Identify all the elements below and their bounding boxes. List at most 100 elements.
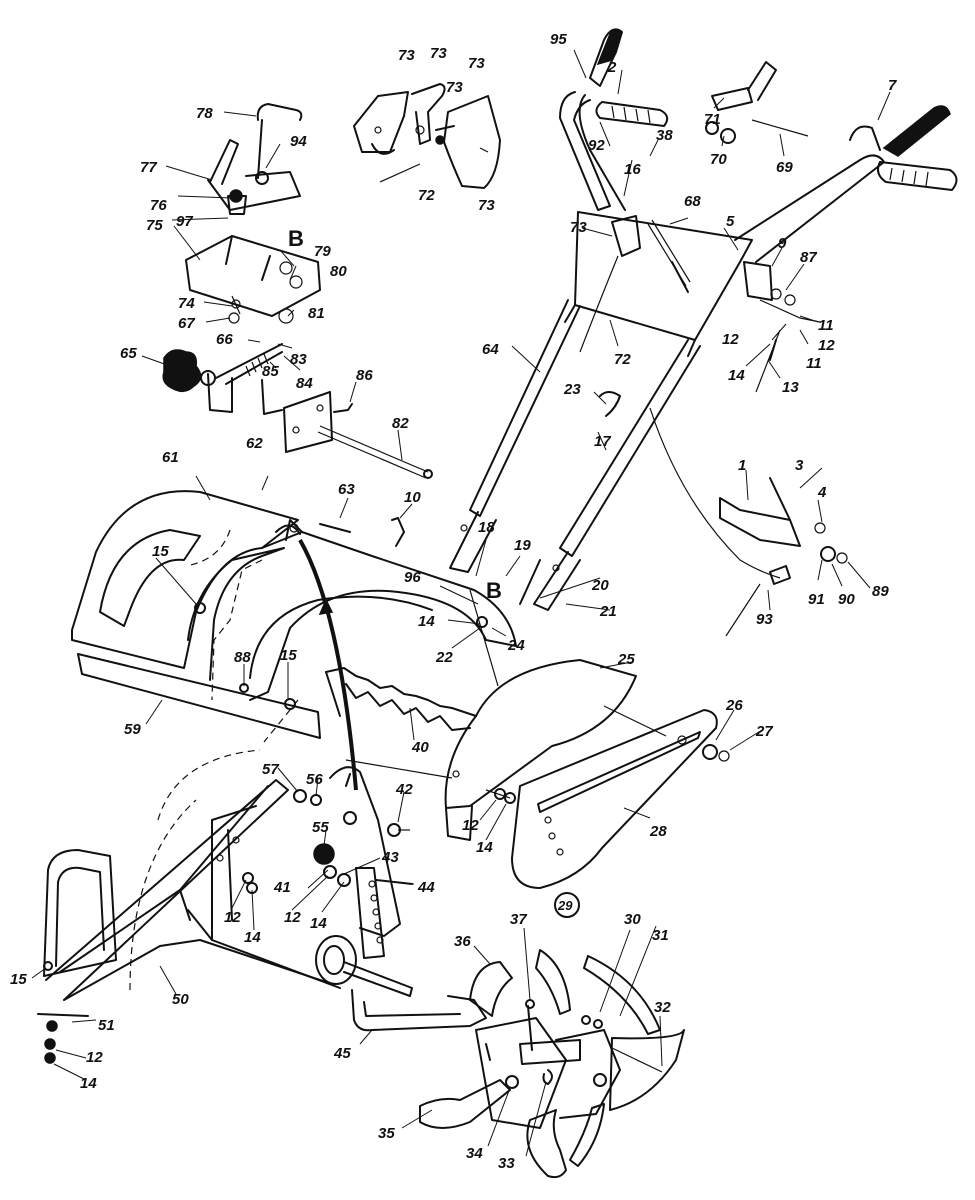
callout-92: 92 — [588, 137, 605, 154]
callout-81: 81 — [308, 305, 325, 322]
callout-84: 84 — [296, 375, 313, 392]
depth-bar-bracket — [162, 103, 433, 479]
callout-78: 78 — [196, 105, 213, 122]
callout-19: 19 — [514, 537, 531, 554]
callout-2: 2 — [607, 59, 617, 76]
callout-72-handle: 72 — [614, 351, 631, 368]
callout-1: 1 — [738, 457, 746, 474]
callout-43: 43 — [381, 849, 399, 866]
callout-56: 56 — [306, 771, 323, 788]
callout-73-a: 73 — [398, 47, 415, 64]
callout-75: 75 — [146, 217, 163, 234]
callout-14-bracket: 14 — [244, 929, 261, 946]
callout-76: 76 — [150, 197, 167, 214]
callout-65: 65 — [120, 345, 137, 362]
callout-74: 74 — [178, 295, 195, 312]
callout-29: 29 — [557, 898, 573, 913]
callout-12-shield: 12 — [462, 817, 479, 834]
callout-leaders — [31, 49, 891, 1157]
callout-27: 27 — [755, 723, 773, 740]
callout-66: 66 — [216, 331, 233, 348]
callout-21: 21 — [599, 603, 617, 620]
throttle-control-inset — [353, 83, 501, 189]
callout-12-bracket: 12 — [224, 909, 241, 926]
callout-83: 83 — [290, 351, 307, 368]
callout-34: 34 — [466, 1145, 483, 1162]
callout-50: 50 — [172, 991, 189, 1008]
callout-16: 16 — [624, 161, 641, 178]
callout-38: 38 — [656, 127, 673, 144]
callout-72-inset: 72 — [418, 187, 435, 204]
callout-5: 5 — [726, 213, 735, 230]
callout-4: 4 — [817, 484, 827, 501]
callout-36: 36 — [454, 933, 471, 950]
callout-17: 17 — [594, 433, 611, 450]
callout-25: 25 — [617, 651, 635, 668]
callout-7: 7 — [888, 77, 897, 94]
callout-87: 87 — [800, 249, 817, 266]
callout-90: 90 — [838, 591, 855, 608]
callout-12-frame: 12 — [284, 909, 301, 926]
callout-55: 55 — [312, 819, 329, 836]
callout-31: 31 — [652, 927, 669, 944]
callout-14-center: 14 — [418, 613, 435, 630]
callout-51: 51 — [98, 1017, 115, 1034]
callout-41: 41 — [273, 879, 291, 896]
callout-10: 10 — [404, 489, 421, 506]
callout-61: 61 — [162, 449, 179, 466]
callout-97: 97 — [176, 213, 193, 230]
callout-82: 82 — [392, 415, 409, 432]
callout-73-b: 73 — [430, 45, 447, 62]
callout-labels: 1 2 3 4 5 7 9 10 11 11 12 12 12 12 12 12… — [10, 31, 897, 1172]
callout-14-lower-left: 14 — [80, 1075, 97, 1092]
callout-96: 96 — [404, 569, 421, 586]
callout-89: 89 — [872, 583, 889, 600]
callout-44: 44 — [417, 879, 435, 896]
callout-85: 85 — [262, 363, 279, 380]
callout-69: 69 — [776, 159, 793, 176]
lower-handle-frame — [449, 299, 701, 611]
callout-73-e: 73 — [478, 197, 495, 214]
callout-35: 35 — [378, 1125, 395, 1142]
callout-63: 63 — [338, 481, 355, 498]
callout-14-handle: 14 — [728, 367, 745, 384]
callout-77: 77 — [140, 159, 157, 176]
callout-71: 71 — [704, 111, 721, 128]
callout-14-frame: 14 — [310, 915, 327, 932]
callout-79: 79 — [314, 243, 331, 260]
callout-28: 28 — [649, 823, 667, 840]
callout-12-cable: 12 — [818, 337, 835, 354]
callout-70: 70 — [710, 151, 727, 168]
callout-68: 68 — [684, 193, 701, 210]
section-marker-b-top: B — [288, 226, 304, 251]
callout-30: 30 — [624, 911, 641, 928]
callout-15-middle: 15 — [280, 647, 297, 664]
callout-91: 91 — [808, 591, 825, 608]
callout-59: 59 — [124, 721, 141, 738]
callout-94: 94 — [290, 133, 307, 150]
callout-45: 45 — [333, 1045, 351, 1062]
callout-95: 95 — [550, 31, 567, 48]
tine-assembly — [419, 892, 685, 1179]
callout-24: 24 — [507, 637, 525, 654]
callout-3: 3 — [795, 457, 804, 474]
upper-handle-assembly — [559, 28, 958, 357]
callout-13: 13 — [782, 379, 799, 396]
callout-12-lower-left: 12 — [86, 1049, 103, 1066]
callout-37: 37 — [510, 911, 527, 928]
callout-57: 57 — [262, 761, 279, 778]
callout-62: 62 — [246, 435, 263, 452]
callout-42: 42 — [395, 781, 413, 798]
callout-11-lower: 11 — [806, 355, 822, 372]
callout-15-left: 15 — [10, 971, 27, 988]
callout-64: 64 — [482, 341, 499, 358]
callout-40: 40 — [411, 739, 429, 756]
callout-20: 20 — [591, 577, 609, 594]
callout-14-shield: 14 — [476, 839, 493, 856]
callout-86: 86 — [356, 367, 373, 384]
callout-73-handle: 73 — [570, 219, 587, 236]
callout-32: 32 — [654, 999, 671, 1016]
callout-73-c: 73 — [468, 55, 485, 72]
tine-shield-assembly — [71, 490, 730, 889]
